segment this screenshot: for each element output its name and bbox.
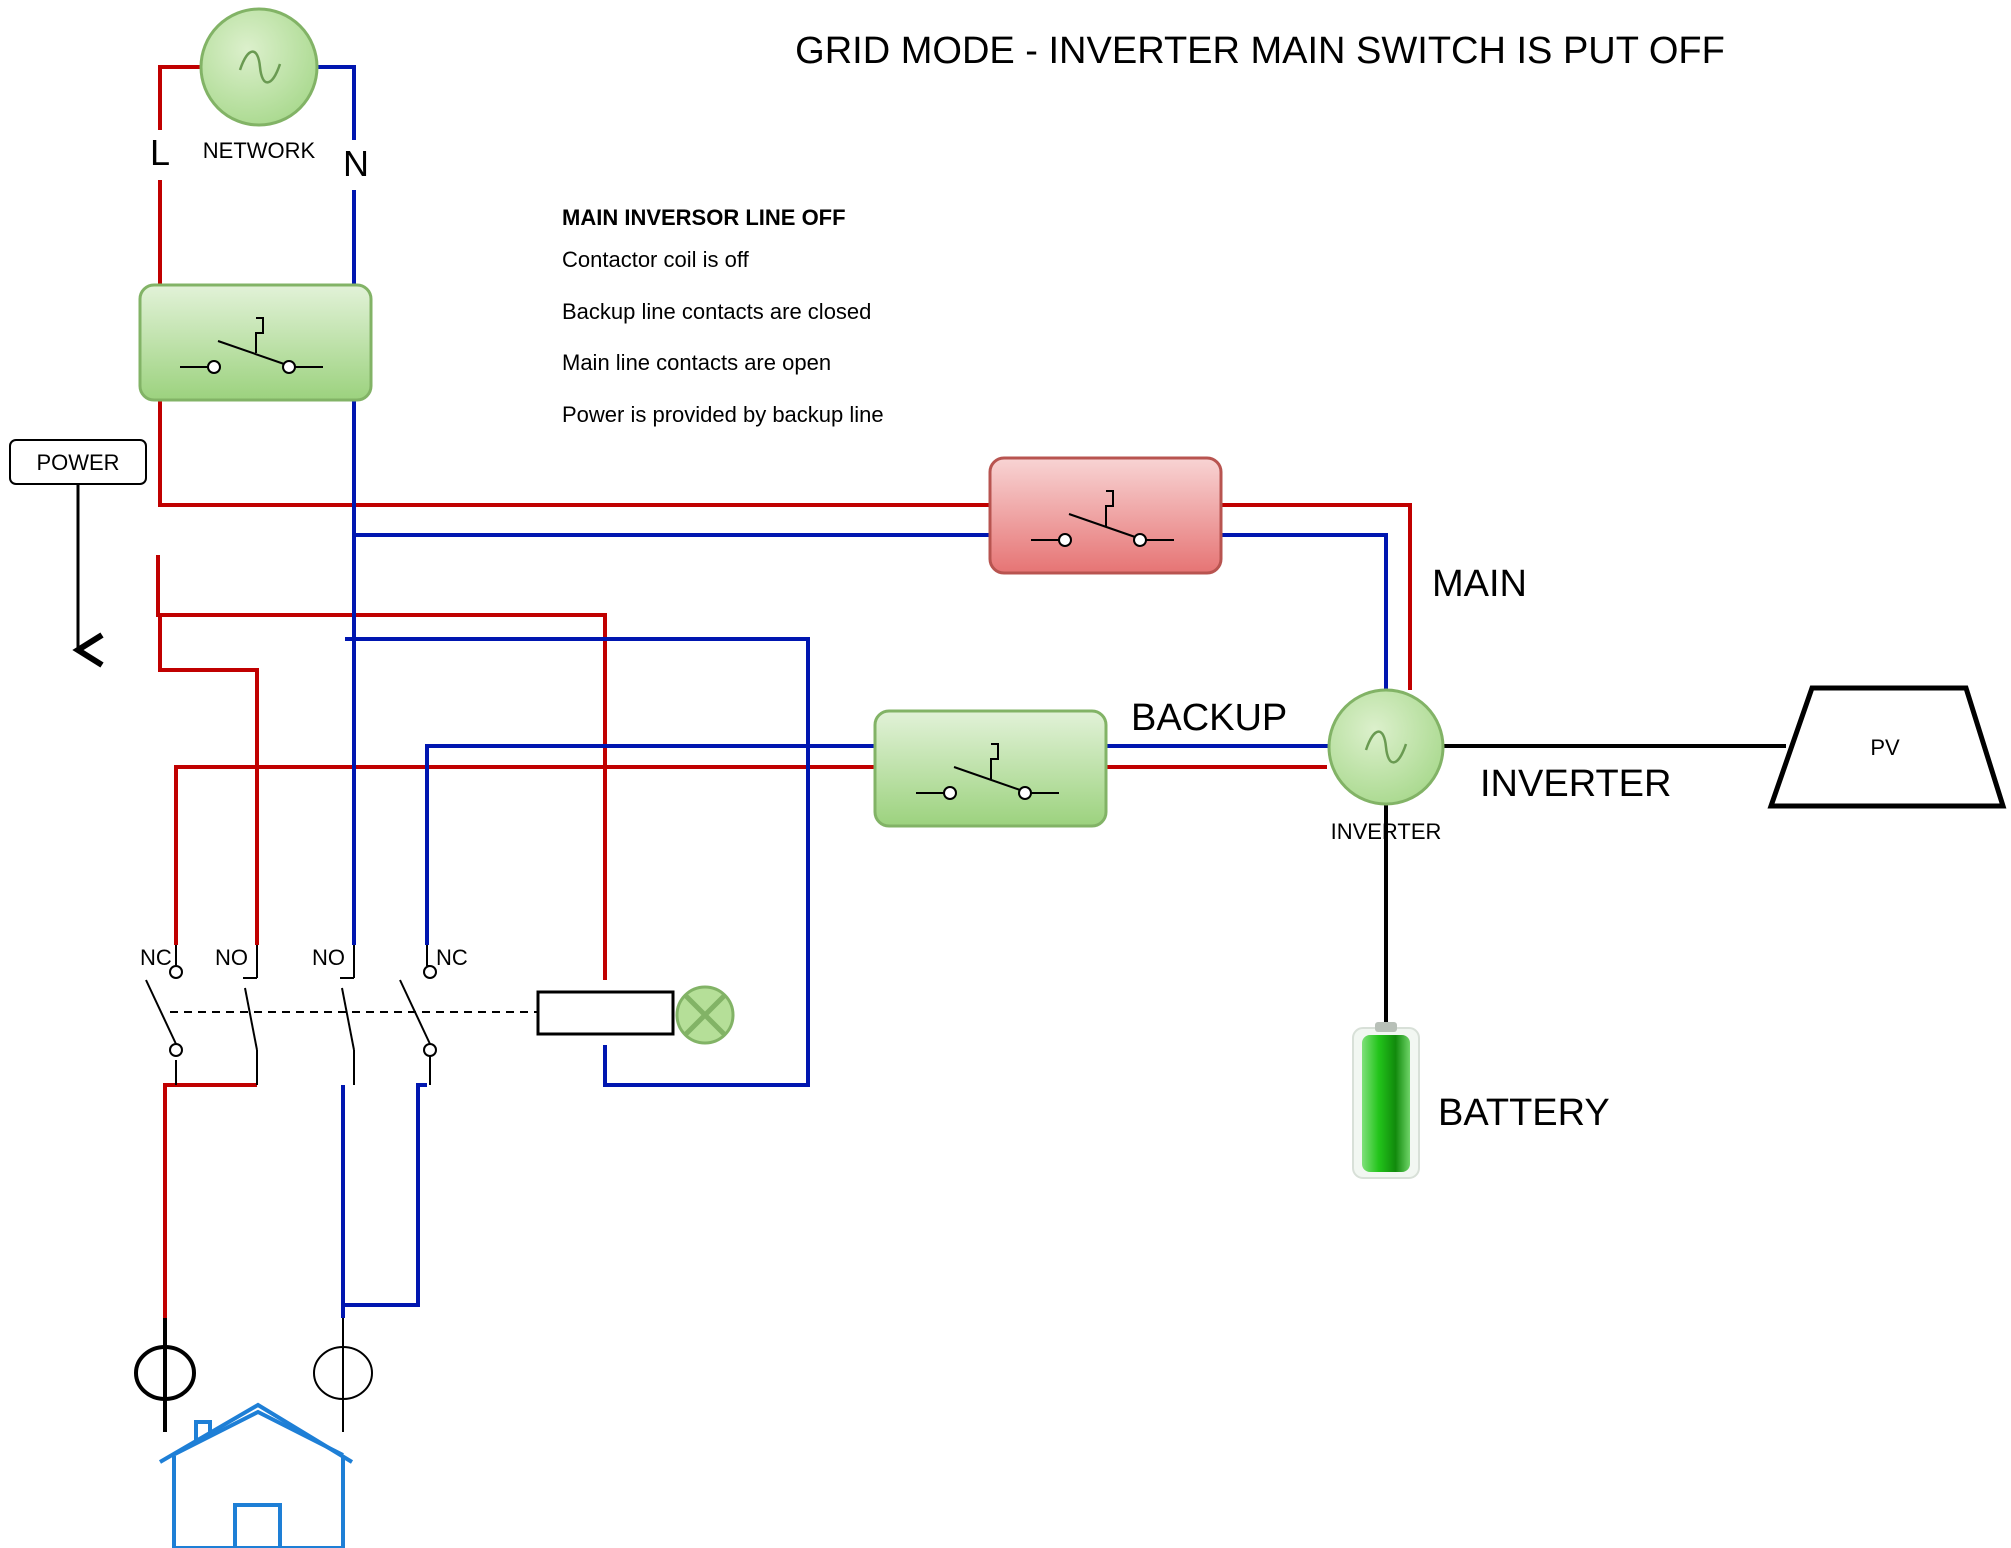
inverter-caption: INVERTER: [1480, 763, 1671, 805]
inverter-node-label: INVERTER: [1331, 819, 1442, 844]
page-title: GRID MODE - INVERTER MAIN SWITCH IS PUT …: [795, 30, 1725, 72]
neutral-label-n: N: [343, 143, 369, 184]
neutral-wire-main-right: [1220, 533, 1388, 700]
info-heading: MAIN INVERSOR LINE OFF: [562, 205, 846, 230]
live-wire-to-coil: [156, 555, 607, 980]
live-wire-network: [158, 65, 200, 130]
neutral-wire-house-b: [343, 1083, 427, 1307]
line-label-l: L: [150, 132, 170, 173]
contact-label: NO: [312, 945, 345, 970]
info-block: MAIN INVERSOR LINE OFF Contactor coil is…: [562, 205, 884, 427]
contact-nc-2: [399, 945, 437, 1085]
contact-nc-1: [145, 945, 183, 1085]
lamp-icon: [675, 985, 735, 1045]
info-line: Contactor coil is off: [562, 247, 750, 272]
house-icon: [158, 1402, 354, 1548]
switch-icon: [180, 317, 323, 374]
neutral-wire-main-bus: [352, 533, 990, 580]
live-wire-main-right: [1220, 503, 1412, 690]
neutral-wire-network: [318, 65, 356, 140]
info-line: Power is provided by backup line: [562, 402, 884, 427]
network-source: NETWORK L N: [150, 7, 369, 184]
main-label: MAIN: [1432, 563, 1527, 605]
power-indicator: POWER: [9, 439, 147, 668]
pv-panel: PV: [1767, 685, 2007, 809]
backup-label: BACKUP: [1131, 697, 1287, 739]
battery: BATTERY: [1352, 1022, 1610, 1179]
neutral-wire-backup-in: [425, 744, 875, 945]
neutral-wires: [318, 65, 1388, 1318]
inverter[interactable]: INVERTER: [1327, 688, 1445, 844]
main-switch[interactable]: [988, 456, 1223, 575]
contact-label: NC: [436, 945, 468, 970]
dc-wires: [1384, 744, 1786, 1030]
house-load: [134, 1318, 373, 1548]
load-terminal-neutral: [313, 1318, 373, 1432]
live-wires: [156, 65, 1412, 1318]
contactor-coil[interactable]: [536, 990, 675, 1036]
backup-switch[interactable]: [873, 709, 1108, 828]
pv-shape: [1767, 685, 2007, 809]
switch-icon: [916, 743, 1059, 800]
network-breaker[interactable]: [138, 283, 373, 402]
live-wire-house: [163, 1083, 257, 1318]
live-wire-main-bus: [158, 400, 990, 507]
network-label: NETWORK: [203, 138, 316, 163]
live-wire-backup-in: [174, 765, 875, 945]
info-line: Backup line contacts are closed: [562, 299, 871, 324]
battery-cell: [1362, 1035, 1410, 1172]
battery-label: BATTERY: [1438, 1092, 1610, 1134]
info-line: Main line contacts are open: [562, 350, 831, 375]
load-terminal-live: [134, 1318, 196, 1432]
pv-label: PV: [1870, 735, 1900, 760]
live-wire-to-no-contact: [158, 615, 259, 945]
power-label: POWER: [36, 450, 119, 475]
switch-icon: [1031, 490, 1174, 547]
neutral-wire-coil-loop: [345, 637, 810, 1087]
contactor: NC NO NO NC: [140, 945, 735, 1085]
contact-no-1: [243, 945, 258, 1085]
sine-icon: [1364, 730, 1408, 764]
contact-label: NC: [140, 945, 172, 970]
contact-label: NO: [215, 945, 248, 970]
contact-no-2: [340, 945, 355, 1085]
battery-cap: [1375, 1022, 1397, 1032]
sine-icon: [238, 50, 282, 84]
